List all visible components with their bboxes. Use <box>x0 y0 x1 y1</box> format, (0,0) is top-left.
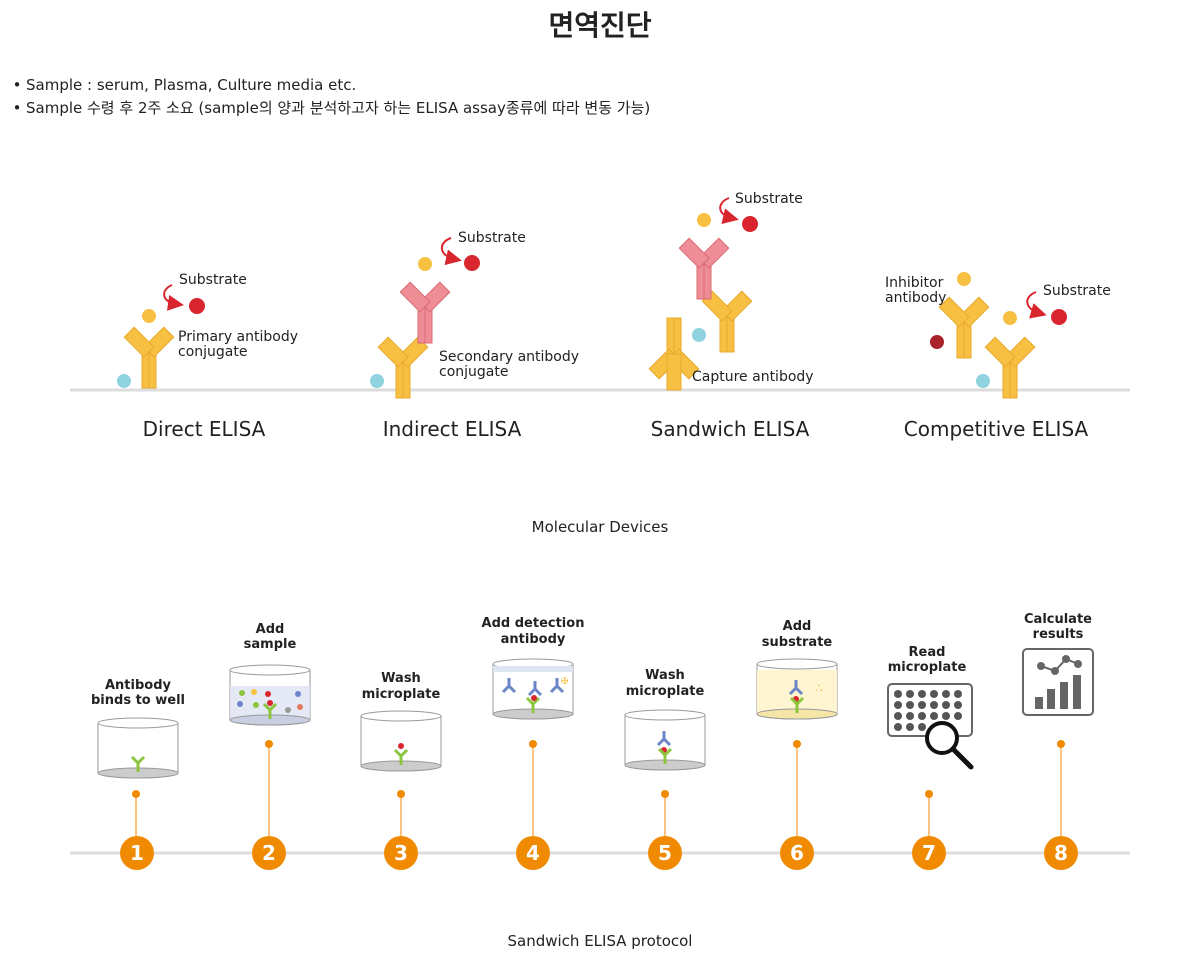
step-3-well-icon <box>360 710 442 772</box>
svg-text:3: 3 <box>394 841 408 865</box>
step-badge: 3 <box>384 836 418 870</box>
step-4-label: Add detection <box>482 616 585 631</box>
secondary-antibody-label: conjugate <box>439 364 508 380</box>
step-badge: 5 <box>648 836 682 870</box>
step-5-label: Wash <box>645 668 685 683</box>
antigen-icon <box>370 374 384 388</box>
capture-antibody-label: Capture antibody <box>692 369 814 385</box>
competitive-elisa-title: Competitive ELISA <box>904 417 1089 441</box>
substrate-icon <box>742 216 758 232</box>
substrate-icon <box>189 298 205 314</box>
svg-text:4: 4 <box>526 841 540 865</box>
step-6-label: Add <box>783 619 812 634</box>
step-badge: 2 <box>252 836 286 870</box>
sample-info-item: Sample : serum, Plasma, Culture media et… <box>10 74 650 97</box>
step-1-label: Antibody <box>105 678 172 693</box>
enzyme-icon <box>697 213 711 227</box>
substrate-label: Substrate <box>735 191 803 207</box>
substrate-icon <box>1051 309 1067 325</box>
direct-elisa-title: Direct ELISA <box>143 417 266 441</box>
antigen-icon <box>117 374 131 388</box>
primary-antibody-icon <box>123 326 175 389</box>
step-badge: 6 <box>780 836 814 870</box>
inhibitor-antibody-icon <box>938 296 990 359</box>
inhibitor-antibody-label: antibody <box>885 290 946 306</box>
svg-text:2: 2 <box>262 841 276 865</box>
secondary-antibody-label: Secondary antibody <box>439 349 579 365</box>
step-3-label: microplate <box>362 687 441 702</box>
competitive-elisa-illustration: Substrate Inhibitor antibody Competitive… <box>885 272 1111 441</box>
step-6-well-icon: ∴ <box>756 658 838 720</box>
inhibitor-antigen-icon <box>930 335 944 349</box>
figure-caption: Sandwich ELISA protocol <box>507 932 693 950</box>
step-7-label: Read <box>909 645 946 660</box>
substrate-label: Substrate <box>179 272 247 288</box>
step-5-well-icon <box>624 709 706 771</box>
antigen-icon <box>692 328 706 342</box>
primary-antibody-label: Primary antibody <box>178 329 298 345</box>
antigen-icon <box>976 374 990 388</box>
step-7-label: microplate <box>888 660 967 675</box>
step-8-label: Calculate <box>1024 612 1092 627</box>
indirect-elisa-illustration: Substrate Secondary antibody conjugate I… <box>370 230 579 441</box>
microplate-reader-icon <box>887 683 974 770</box>
secondary-antibody-icon <box>399 281 451 344</box>
step-connectors <box>135 744 1062 838</box>
svg-text:5: 5 <box>658 841 672 865</box>
substrate-label: Substrate <box>458 230 526 246</box>
svg-text:7: 7 <box>922 841 936 865</box>
sample-info-item: Sample 수령 후 2주 소요 (sample의 양과 분석하고자 하는 E… <box>10 97 650 120</box>
step-1-well-icon <box>97 717 179 779</box>
step-badge: 4 <box>516 836 550 870</box>
reaction-arrow-icon <box>441 237 462 266</box>
sandwich-elisa-protocol-diagram: 1 2 3 4 5 6 7 8 Antibody binds to well <box>70 612 1130 870</box>
direct-elisa-illustration: Substrate Primary antibody conjugate Dir… <box>117 272 298 441</box>
svg-text:1: 1 <box>130 841 144 865</box>
step-badge: 8 <box>1044 836 1078 870</box>
step-badge: 1 <box>120 836 154 870</box>
substrate-label: Substrate <box>1043 283 1111 299</box>
indirect-elisa-title: Indirect ELISA <box>383 417 522 441</box>
enzyme-icon <box>418 257 432 271</box>
sandwich-elisa-illustration: Substrate Capture antibody Sandwich ELIS… <box>648 191 814 441</box>
page-title: 면역진단 <box>548 9 652 42</box>
inhibitor-antibody-label: Inhibitor <box>885 275 944 291</box>
step-1-label: binds to well <box>91 693 185 708</box>
reaction-arrow-icon <box>163 284 184 311</box>
step-badge: 7 <box>912 836 946 870</box>
step-connector-dots <box>132 740 1065 798</box>
sandwich-elisa-title: Sandwich ELISA <box>651 417 810 441</box>
step-4-well-icon: ✠ <box>492 658 574 720</box>
detection-antibody-icon <box>701 290 753 353</box>
reaction-arrow-icon <box>719 197 739 224</box>
elisa-types-diagram: Substrate Primary antibody conjugate Dir… <box>70 191 1130 441</box>
reaction-arrow-icon <box>1026 291 1047 319</box>
enzyme-icon <box>1003 311 1017 325</box>
step-3-label: Wash <box>381 671 421 686</box>
secondary-antibody-icon <box>678 237 730 300</box>
sample-info-list: Sample : serum, Plasma, Culture media et… <box>10 74 650 120</box>
figure-caption: Molecular Devices <box>531 518 669 536</box>
step-2-label: sample <box>244 637 297 652</box>
svg-text:6: 6 <box>790 841 804 865</box>
primary-antibody-label: conjugate <box>178 344 247 360</box>
enzyme-icon <box>957 272 971 286</box>
svg-text:8: 8 <box>1054 841 1068 865</box>
magnifier-icon <box>925 721 974 770</box>
step-8-label: results <box>1033 627 1084 642</box>
step-2-well-icon <box>229 664 311 726</box>
step-6-label: substrate <box>762 635 833 650</box>
substrate-icon <box>464 255 480 271</box>
svg-text:✠: ✠ <box>561 677 569 687</box>
step-5-label: microplate <box>626 684 705 699</box>
step-2-label: Add <box>256 622 285 637</box>
svg-text:∴: ∴ <box>815 681 823 695</box>
step-4-label: antibody <box>501 632 566 647</box>
results-chart-icon <box>1022 648 1094 716</box>
enzyme-icon <box>142 309 156 323</box>
